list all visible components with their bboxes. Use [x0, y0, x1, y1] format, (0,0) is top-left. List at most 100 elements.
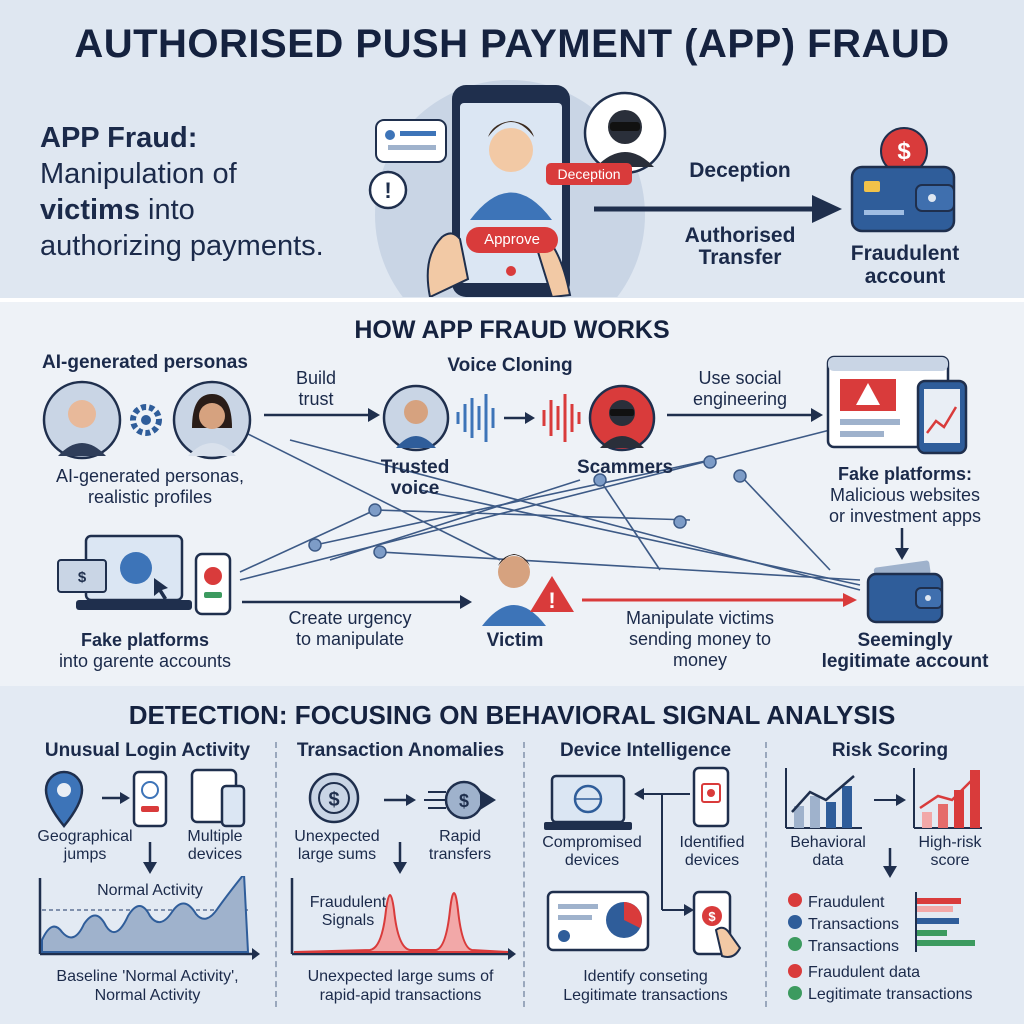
transaction-arrow-down: [393, 842, 407, 874]
unexpected-sums-label: Unexpected large sums: [282, 828, 392, 864]
browser-bar: [828, 357, 948, 371]
geo-jumps-label-2: jumps: [63, 846, 107, 863]
money-bills: [57, 559, 107, 593]
multiple-devices-label-1: Multiple: [187, 828, 243, 845]
legend-fraudulent-marker: [788, 893, 802, 907]
legit-phone-coin-symbol: $: [708, 909, 716, 924]
phone-wallet-coin: [204, 567, 222, 585]
arrow-down-platforms-head: [895, 548, 909, 560]
fraud-signal-spikes: [293, 892, 509, 953]
device-caption-1: Identify conseting: [583, 968, 708, 985]
identified-phone-dot: [707, 789, 715, 797]
arrow-label-transfer-2: Transfer: [698, 246, 782, 269]
legit-account-label: Seemingly legitimate account: [800, 630, 1010, 672]
personas-caption-1: AI-generated personas,: [55, 466, 245, 486]
left-hand: [426, 232, 470, 297]
personas-caption-2: realistic profiles: [87, 487, 213, 507]
social-label-1: Use social: [698, 368, 782, 388]
victim-hair: [498, 554, 530, 566]
device-arrow-left-head: [634, 788, 644, 800]
chat-bubble-dot: [385, 130, 395, 140]
victim-alert-mark: !: [548, 588, 555, 613]
identified-devices-label-2: devices: [684, 852, 740, 869]
transaction-caption-2: rapid-apid transactions: [319, 987, 482, 1004]
large-sum-coin-ring: [318, 782, 350, 814]
risk-arrow-head: [896, 794, 906, 806]
login-caption-1: Baseline 'Normal Activity',: [56, 968, 239, 985]
large-sum-coin-icon: [308, 772, 360, 824]
second-phone-icon: [220, 784, 246, 828]
web-node-2: [368, 503, 382, 517]
build-trust-label-2: trust: [298, 389, 334, 409]
fake-platforms-right-2: or investment apps: [828, 506, 982, 526]
wallet-icon: $: [850, 127, 956, 233]
detection-title: DETECTION: FOCUSING ON BEHAVIORAL SIGNAL…: [128, 700, 896, 730]
web-node-4: [593, 473, 607, 487]
rapid-transfers-label: Rapid transfers: [410, 828, 510, 864]
fraudulent-account-label-1: Fraudulent: [850, 242, 960, 265]
fraudulent-account-label-2: account: [864, 265, 946, 288]
web-node-1: [308, 538, 322, 552]
persona-female-body: [188, 443, 236, 456]
legend-fraudulent-data-marker: [788, 964, 802, 978]
legit-account-label-2: legitimate account: [821, 651, 989, 672]
arrow-build-trust: [264, 408, 380, 422]
soundwave-blue: [456, 394, 495, 442]
highrisk-bar-1: [922, 812, 932, 828]
login-caption-2: Normal Activity: [94, 987, 201, 1004]
risk-legend-text: Fraudulent Transactions Transactions: [808, 892, 928, 958]
login-activity-title: Unusual Login Activity: [44, 740, 251, 761]
fraudulent-account-label: Fraudulent account: [820, 242, 990, 288]
fake-platforms-right-caption: Fake platforms: Malicious websites or in…: [800, 464, 1010, 527]
person-shoulders: [470, 192, 552, 220]
identified-devices-label: Identified devices: [664, 834, 760, 870]
voice-cloning-illustration: [382, 384, 656, 452]
scammer-mask: [610, 409, 634, 416]
web-node-3: [373, 545, 387, 559]
voice-arrow-head: [525, 412, 535, 424]
normal-activity-chart-label: Normal Activity: [97, 882, 203, 899]
arrow-label-transfer-1: Authorised: [684, 224, 796, 247]
manipulate-label: Manipulate victims sending money to mone…: [600, 608, 800, 671]
how-title: HOW APP FRAUD WORKS: [354, 316, 670, 344]
risk-scoring-charts: [785, 768, 982, 829]
web-node-6: [703, 455, 717, 469]
risk-bar-green-2: [917, 940, 975, 946]
wallet-card-chip: [864, 181, 880, 192]
web-line-8: [379, 551, 861, 581]
compromised-devices-label-1: Compromised: [542, 834, 642, 851]
fake-platforms-left-sub: into garente accounts: [58, 651, 232, 671]
urgency-label-2: to manipulate: [295, 629, 405, 649]
intro-victims: victims: [40, 194, 140, 226]
build-trust-label-1: Build: [295, 368, 337, 388]
risk-scoring-title: Risk Scoring: [831, 740, 949, 761]
location-pin-hole: [57, 783, 71, 797]
fraud-signal-x-arrow: [508, 948, 516, 960]
arrow-build-trust-head: [368, 408, 380, 422]
arrow-urgency-head: [460, 595, 472, 609]
victim-label: Victim: [486, 630, 544, 651]
persona-male-face: [68, 400, 96, 428]
risk-legend-bottom: Fraudulent data Legitimate transactions: [808, 962, 1008, 1006]
manipulate-label-1: Manipulate victims: [625, 608, 775, 628]
transaction-caption-1: Unexpected large sums of: [307, 968, 494, 985]
compromised-laptop-base: [544, 822, 632, 830]
fake-platforms-right-1: Malicious websites: [829, 485, 981, 505]
login-arrow-down-head: [143, 862, 157, 874]
device-intelligence-title: Device Intelligence: [559, 740, 732, 761]
login-activity-icons: [44, 768, 246, 828]
risk-arrow-down-head: [883, 866, 897, 878]
transaction-icons: $ $: [308, 772, 496, 824]
device-connector-head: [684, 904, 694, 916]
rapid-transfer-arrow: [480, 790, 496, 810]
risk-bar-red-2: [917, 906, 953, 912]
transaction-arrow-down-head: [393, 862, 407, 874]
compromised-devices-label-2: devices: [564, 852, 620, 869]
wallet-clasp: [928, 194, 936, 202]
highrisk-bar-2: [938, 804, 948, 828]
behavioral-data-label-1: Behavioral: [790, 834, 866, 851]
behavioral-trend: [791, 775, 855, 813]
arrow-manipulate-head: [843, 593, 857, 607]
laptop-base: [76, 600, 192, 610]
approve-button[interactable]: Approve: [466, 227, 558, 253]
